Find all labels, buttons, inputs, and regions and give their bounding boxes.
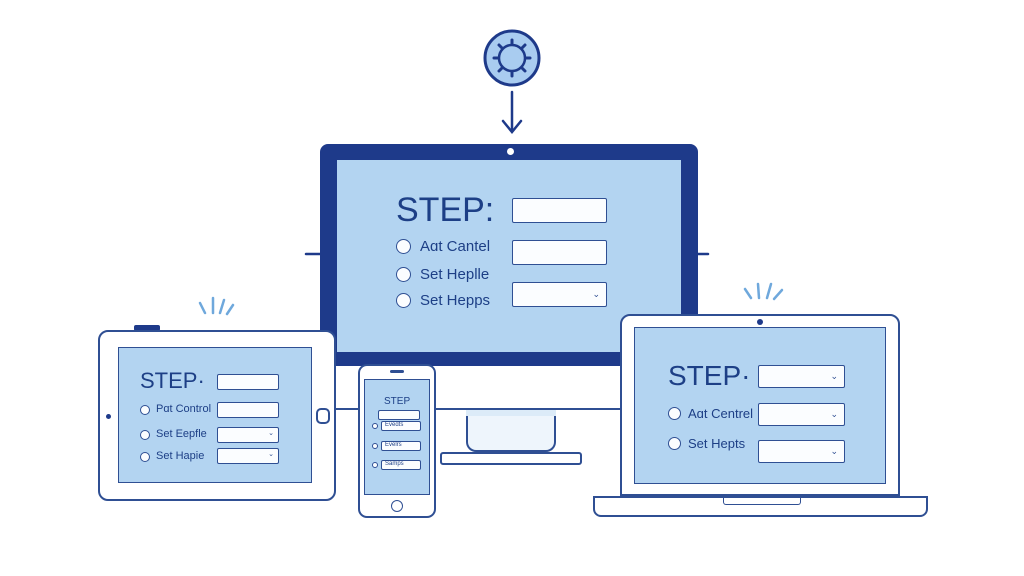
monitor-stand xyxy=(466,410,556,452)
sparkle-icon xyxy=(743,282,784,301)
gear-icon xyxy=(483,29,541,87)
option-dropdown[interactable]: ⌄ xyxy=(758,403,845,426)
option-dropdown[interactable]: ⌄ xyxy=(758,440,845,463)
tablet-side-button xyxy=(316,408,330,424)
step-title: STEP· xyxy=(140,368,205,393)
option-dropdown[interactable]: ⌄ xyxy=(512,282,607,307)
option-input[interactable]: Evelrs xyxy=(381,441,421,451)
chevron-down-icon: ⌄ xyxy=(830,446,838,456)
option-radio[interactable] xyxy=(140,430,150,440)
laptop-base xyxy=(593,496,928,517)
monitor-base xyxy=(440,452,582,465)
option-radio[interactable] xyxy=(396,293,411,308)
option-radio[interactable] xyxy=(372,423,378,429)
step-title: STEP xyxy=(384,396,411,407)
monitor-stand-neck xyxy=(466,410,556,416)
tablet-power-button xyxy=(134,325,160,331)
chevron-down-icon: ⌄ xyxy=(830,371,838,381)
option-radio[interactable] xyxy=(140,405,150,415)
option-radio[interactable] xyxy=(396,267,411,282)
phone-speaker xyxy=(390,370,404,373)
option-label: Set Hapie xyxy=(156,450,205,462)
option-radio[interactable] xyxy=(668,407,681,420)
tablet-screen xyxy=(118,347,312,483)
step-input[interactable] xyxy=(378,410,420,420)
option-label: Set Heplle xyxy=(420,266,490,283)
option-label: Pɑt Control xyxy=(156,403,212,415)
option-input[interactable]: Samps xyxy=(381,460,421,470)
option-dropdown[interactable]: ⌄ xyxy=(217,448,279,464)
option-label: Set Hepts xyxy=(688,436,746,451)
option-radio[interactable] xyxy=(396,239,411,254)
arrow-down-icon xyxy=(501,90,523,134)
option-radio[interactable] xyxy=(668,437,681,450)
option-label: Aɑt Cantel xyxy=(420,238,491,255)
camera-dot xyxy=(757,319,763,325)
option-radio[interactable] xyxy=(140,452,150,462)
option-radio[interactable] xyxy=(372,462,378,468)
step-title: STEP· xyxy=(668,360,751,391)
step-input[interactable] xyxy=(512,198,607,223)
step-title: STEP: xyxy=(396,191,495,229)
option-label: Set Hepps xyxy=(420,292,491,309)
option-input[interactable] xyxy=(512,240,607,265)
tablet-camera xyxy=(106,414,111,419)
step-dropdown[interactable]: ⌄ xyxy=(758,365,845,388)
chevron-down-icon: ⌄ xyxy=(268,451,274,458)
step-input[interactable] xyxy=(217,374,279,390)
option-dropdown[interactable]: ⌄ xyxy=(217,427,279,443)
option-label: Set Eepfle xyxy=(156,428,207,440)
chevron-down-icon: ⌄ xyxy=(830,409,838,419)
phone-screen xyxy=(364,379,430,495)
laptop-trackpad xyxy=(723,498,801,505)
phone-home-button xyxy=(391,500,403,512)
option-label: Eveɑts xyxy=(385,422,404,428)
option-label: Evelrs xyxy=(385,442,402,448)
chevron-down-icon: ⌄ xyxy=(592,289,600,299)
option-label: Aɑt Centrel xyxy=(688,406,754,421)
chevron-down-icon: ⌄ xyxy=(268,430,274,437)
sparkle-icon xyxy=(198,296,235,316)
option-label: Samps xyxy=(385,461,404,467)
camera-dot xyxy=(507,148,514,155)
option-input[interactable]: Eveɑts xyxy=(381,421,421,431)
option-radio[interactable] xyxy=(372,443,378,449)
option-input[interactable] xyxy=(217,402,279,418)
